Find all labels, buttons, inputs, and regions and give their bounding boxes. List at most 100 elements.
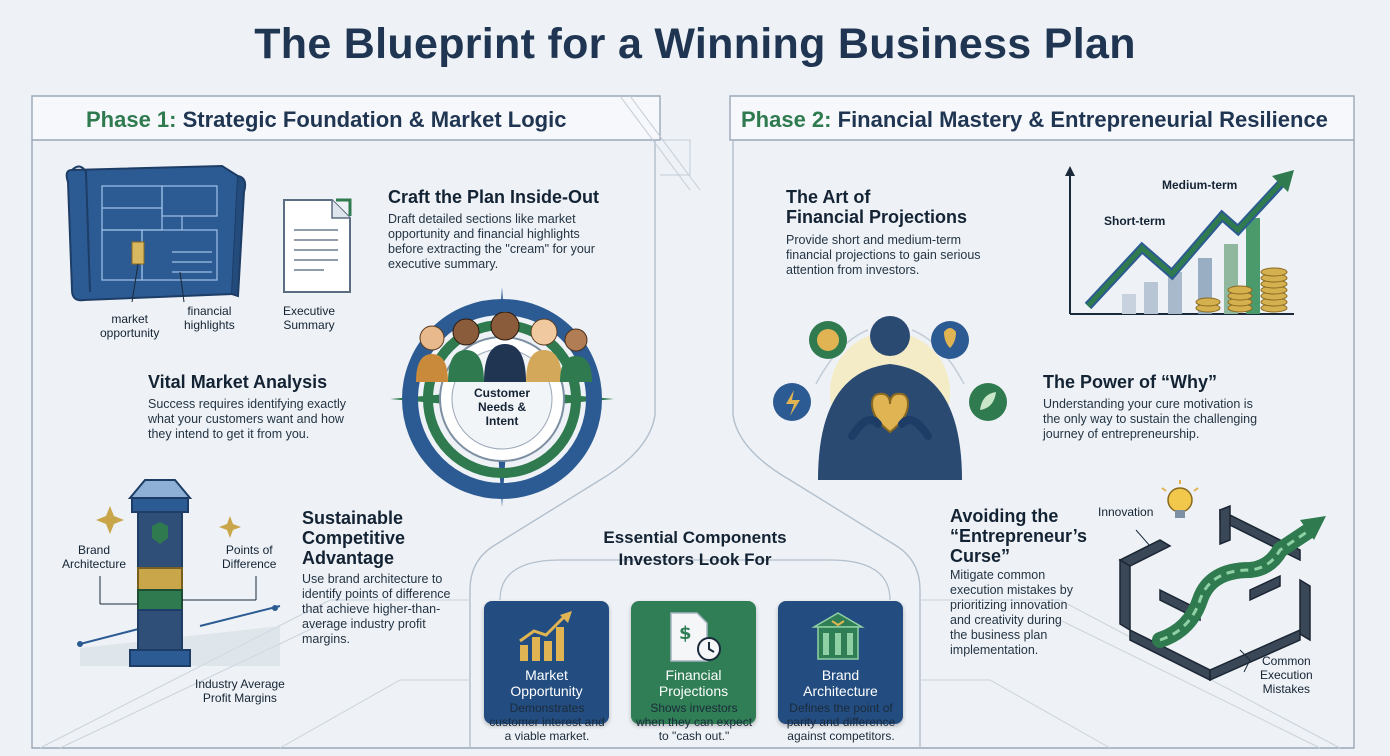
document-dollar-icon: $ — [670, 612, 721, 662]
body-line: attention from investors. — [786, 263, 920, 277]
phase2-header: Phase 2: Financial Mastery & Entrepreneu… — [741, 107, 1328, 133]
svg-text:$: $ — [679, 623, 692, 644]
label-line: Opportunity — [510, 683, 583, 699]
label-executive-summary: Executive Summary — [283, 304, 335, 332]
label-line: Difference — [222, 557, 277, 571]
body-line: and creativity during — [950, 613, 1062, 627]
label-line: Industry Average — [195, 677, 285, 691]
label-line: Brand — [78, 543, 111, 557]
compass-label: Customer Needs & Intent — [462, 386, 542, 428]
body-line: the business plan — [950, 628, 1048, 642]
label-innovation: Innovation — [1098, 505, 1154, 519]
label-market-opportunity: market opportunity — [100, 312, 159, 340]
card-desc-financial: Shows investors when they can expect to … — [619, 701, 769, 743]
label-line: Summary — [283, 318, 335, 332]
customers-icon — [416, 312, 592, 382]
curse-body: Mitigate common execution mistakes by pr… — [950, 568, 1073, 658]
desc-line: Shows investors — [650, 701, 738, 715]
desc-line: to "cash out." — [658, 729, 730, 743]
label-line: Profit Margins — [202, 691, 277, 705]
label-line: opportunity — [100, 326, 160, 340]
label-line: Execution — [1260, 668, 1313, 682]
desc-line: against competitors. — [787, 729, 895, 743]
title-line: Sustainable — [302, 508, 404, 528]
desc-line: Defines the point of — [789, 701, 893, 715]
why-body: Understanding your cure motivation is th… — [1043, 397, 1257, 442]
label-line: Market — [525, 667, 568, 683]
maze-icon — [1118, 480, 1326, 682]
page-title: The Blueprint for a Winning Business Pla… — [254, 20, 1136, 68]
desc-line: when they can expect — [635, 715, 753, 729]
card-desc-market: Demonstrates customer interest and a via… — [472, 701, 622, 743]
phase2-prefix: Phase 2: — [741, 107, 832, 132]
label-line: Common — [1262, 654, 1311, 668]
components-title: Essential Components Investors Look For — [540, 527, 850, 571]
body-line: they intend to get it from you. — [148, 427, 310, 441]
desc-line: a viable market. — [504, 729, 590, 743]
blueprint-icon — [65, 164, 247, 303]
curse-title: Avoiding the “Entrepreneur’s Curse” — [950, 506, 1087, 566]
bar-chart-icon — [519, 611, 572, 661]
label-line: Executive — [283, 304, 336, 318]
label-line: Financial — [665, 667, 722, 683]
desc-line: Demonstrates — [509, 701, 585, 715]
market-analysis-title: Vital Market Analysis — [148, 372, 328, 392]
body-line: Provide short and medium-term — [786, 233, 962, 247]
title-line: The Art of — [786, 187, 871, 207]
market-analysis-body: Success requires identifying exactly wha… — [148, 397, 346, 442]
body-line: Success requires identifying exactly — [148, 397, 347, 411]
body-line: Use brand architecture to — [302, 572, 443, 586]
body-line: implementation. — [950, 643, 1039, 657]
body-line: Mitigate common — [950, 568, 1046, 582]
label-brand-architecture: Brand Architecture — [62, 543, 126, 571]
label-points-of-difference: Points of Difference — [222, 543, 276, 571]
phase1-header: Phase 1: Strategic Foundation & Market L… — [86, 107, 566, 133]
phase2-name: Financial Mastery & Entrepreneurial Resi… — [837, 107, 1328, 132]
label-line: Needs & — [477, 400, 527, 414]
body-line: what your customers want and how — [148, 412, 344, 426]
advantage-title: Sustainable Competitive Advantage — [302, 508, 405, 568]
card-label: Market Opportunity — [484, 667, 609, 699]
title-line: “Entrepreneur’s — [950, 526, 1088, 546]
title-line: Avoiding the — [950, 506, 1059, 526]
title-line: Advantage — [302, 548, 395, 568]
title-line: Curse” — [950, 546, 1011, 566]
label-line: financial — [187, 304, 232, 318]
label-common-mistakes: Common Execution Mistakes — [1260, 654, 1313, 696]
craft-body: Draft detailed sections like market oppo… — [388, 212, 595, 272]
body-line: financial projections to gain serious — [786, 248, 981, 262]
desc-line: parity and difference — [786, 715, 896, 729]
label-line: Architecture — [62, 557, 127, 571]
body-line: identify points of difference — [302, 587, 451, 601]
card-market-opportunity: Market Opportunity — [484, 601, 609, 724]
card-label: Brand Architecture — [778, 667, 903, 699]
heart-person-icon — [773, 316, 1007, 480]
label-line: Points of — [225, 543, 273, 557]
phase1-prefix: Phase 1: — [86, 107, 177, 132]
card-financial-projections: $ Financial Projections — [631, 601, 756, 724]
desc-line: customer interest and — [489, 715, 605, 729]
projections-title: The Art of Financial Projections — [786, 187, 967, 227]
card-brand-architecture: Brand Architecture — [778, 601, 903, 724]
title-line: Financial Projections — [786, 207, 968, 227]
body-line: that achieve higher-than- — [302, 602, 441, 616]
label-line: Mistakes — [1262, 682, 1311, 696]
body-line: the only way to sustain the challenging — [1043, 412, 1258, 426]
label-line: Brand — [821, 667, 860, 683]
advantage-body: Use brand architecture to identify point… — [302, 572, 450, 647]
growth-chart-icon — [1065, 166, 1294, 315]
label-industry-average: Industry Average Profit Margins — [195, 677, 285, 705]
phase1-name: Strategic Foundation & Market Logic — [182, 107, 567, 132]
card-desc-brand: Defines the point of parity and differen… — [766, 701, 916, 743]
body-line: execution mistakes by — [950, 583, 1073, 597]
title-line: Essential Components — [603, 528, 787, 547]
label-line: Customer — [473, 386, 530, 400]
label-line: Projections — [658, 683, 729, 699]
label-medium-term: Medium-term — [1162, 178, 1238, 192]
projections-body: Provide short and medium-term financial … — [786, 233, 981, 278]
label-line: highlights — [184, 318, 235, 332]
body-line: executive summary. — [388, 257, 499, 271]
label-short-term: Short-term — [1104, 214, 1166, 228]
body-line: margins. — [302, 632, 350, 646]
craft-title: Craft the Plan Inside-Out — [388, 187, 600, 207]
